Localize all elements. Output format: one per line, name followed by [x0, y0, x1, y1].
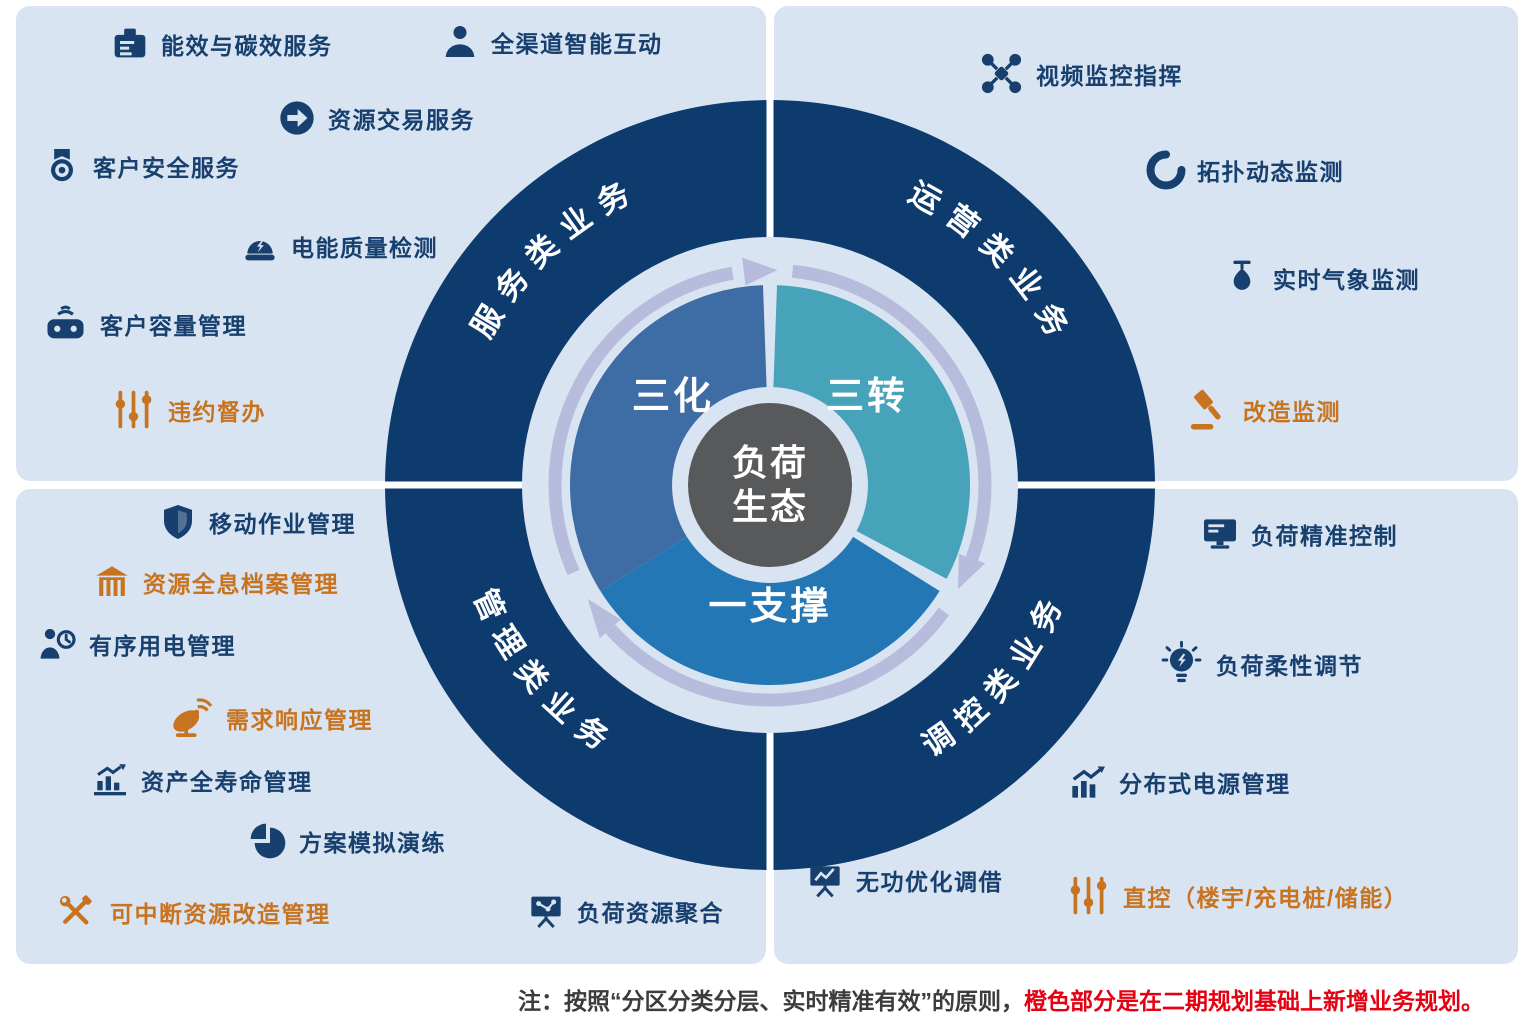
center-circle [688, 403, 852, 567]
item-resource-trading: 资源交易服务 [277, 98, 475, 138]
item-omnichannel-interaction: 全渠道智能互动 [440, 22, 663, 62]
segment-yizhicheng [600, 536, 940, 686]
weather-sensor-icon [1222, 258, 1262, 298]
item-holographic-archives: 资源全息档案管理 [92, 562, 339, 602]
segment-label-sanhua: 三化 [632, 376, 714, 418]
item-energy-carbon-efficiency: 能效与碳效服务 [110, 24, 333, 64]
item-label: 无功优化调借 [856, 869, 1003, 895]
item-customer-capacity: 客户容量管理 [42, 300, 247, 347]
board-dots-icon [526, 891, 566, 931]
item-label: 视频监控指挥 [1036, 62, 1183, 89]
item-orderly-power-use: 有序用电管理 [38, 624, 236, 664]
segment-label-sanzhuan: 三转 [826, 376, 908, 418]
tools-icon [52, 888, 99, 935]
controller-icon [42, 300, 89, 347]
item-direct-control: 直控（楼宇/充电桩/储能） [1065, 872, 1408, 919]
footnote: 注：按照“分区分类分层、实时精准有效”的原则，橙色部分是在二期规划基础上新增业务… [518, 982, 1484, 1016]
equalizer-icon [1065, 872, 1112, 919]
item-label: 电能质量检测 [291, 235, 438, 261]
item-label: 能效与碳效服务 [161, 33, 333, 59]
segment-sanzhuan [773, 285, 971, 579]
item-retrofit-monitoring: 改造监测 [1185, 386, 1341, 433]
pie-chart-icon [248, 821, 288, 861]
item-label: 实时气象监测 [1273, 267, 1420, 293]
item-distributed-power: 分布式电源管理 [1068, 762, 1291, 802]
item-label: 拓扑动态监测 [1197, 159, 1344, 185]
shield-icon [158, 502, 198, 542]
bulb-icon [1158, 640, 1205, 687]
item-label: 有序用电管理 [89, 633, 236, 659]
energy-meter-icon [110, 24, 150, 64]
item-customer-security: 客户安全服务 [42, 146, 240, 186]
item-demand-response: 需求响应管理 [168, 694, 373, 741]
center-title-line2: 生态 [732, 486, 808, 527]
person-icon [440, 22, 480, 62]
siren-icon [240, 226, 280, 266]
drone-icon [978, 50, 1025, 97]
item-label: 可中断资源改造管理 [110, 900, 331, 927]
item-label: 违约督办 [168, 398, 266, 425]
footnote-highlight: 橙色部分是在二期规划基础上新增业务规划。 [1024, 988, 1484, 1014]
footnote-text: 注：按照“分区分类分层、实时精准有效”的原则， [518, 988, 1024, 1014]
item-label: 资源交易服务 [328, 107, 475, 133]
radar-bowl-icon [1146, 150, 1186, 190]
center-title-line1: 负荷 [732, 442, 808, 483]
cycle-arrow-arcs [548, 264, 992, 707]
item-precise-load-control: 负荷精准控制 [1200, 514, 1398, 554]
bar-chart-icon [90, 760, 130, 800]
arrow-circle-icon [277, 98, 317, 138]
item-label: 分布式电源管理 [1119, 771, 1291, 797]
item-label: 移动作业管理 [209, 511, 356, 537]
item-topology-monitoring: 拓扑动态监测 [1146, 150, 1344, 190]
ecosystem-wheel: 服务类业务 运营类业务 管理类业务 调控类业务 三化 三转 一支撑 [378, 93, 1162, 877]
item-breach-supervision: 违约督办 [110, 386, 266, 433]
satellite-icon [168, 694, 215, 741]
item-reactive-optimization: 无功优化调借 [805, 860, 1003, 900]
monitor-icon [1200, 514, 1240, 554]
equalizer-icon [110, 386, 157, 433]
item-label: 负荷资源聚合 [577, 900, 724, 926]
board-chart-icon [805, 860, 845, 900]
trend-chart-icon [1068, 762, 1108, 802]
item-asset-lifecycle: 资产全寿命管理 [90, 760, 313, 800]
item-label: 资源全息档案管理 [143, 571, 339, 597]
item-label: 客户容量管理 [100, 312, 247, 339]
item-load-resource-aggregation: 负荷资源聚合 [526, 891, 724, 931]
medal-icon [42, 146, 82, 186]
item-label: 负荷精准控制 [1251, 523, 1398, 549]
item-interruptible-retrofit: 可中断资源改造管理 [52, 888, 331, 935]
gavel-icon [1185, 386, 1232, 433]
item-label: 全渠道智能互动 [491, 31, 663, 57]
item-mobile-work: 移动作业管理 [158, 502, 356, 542]
segment-sanhua [569, 285, 767, 591]
item-video-surveillance: 视频监控指挥 [978, 50, 1183, 97]
cycle-arrow-heads [587, 257, 986, 639]
item-label: 直控（楼宇/充电桩/储能） [1123, 884, 1409, 911]
item-label: 客户安全服务 [93, 155, 240, 181]
item-label: 负荷柔性调节 [1216, 652, 1363, 679]
archive-icon [92, 562, 132, 602]
item-label: 方案模拟演练 [299, 830, 446, 856]
item-power-quality: 电能质量检测 [240, 226, 438, 266]
item-label: 需求响应管理 [226, 706, 373, 733]
segment-label-yizhicheng: 一支撑 [708, 586, 831, 628]
item-scenario-simulation: 方案模拟演练 [248, 821, 446, 861]
item-label: 资产全寿命管理 [141, 769, 313, 795]
item-label: 改造监测 [1243, 398, 1341, 425]
item-flexible-load-adjust: 负荷柔性调节 [1158, 640, 1363, 687]
person-clock-icon [38, 624, 78, 664]
item-weather-monitoring: 实时气象监测 [1222, 258, 1420, 298]
